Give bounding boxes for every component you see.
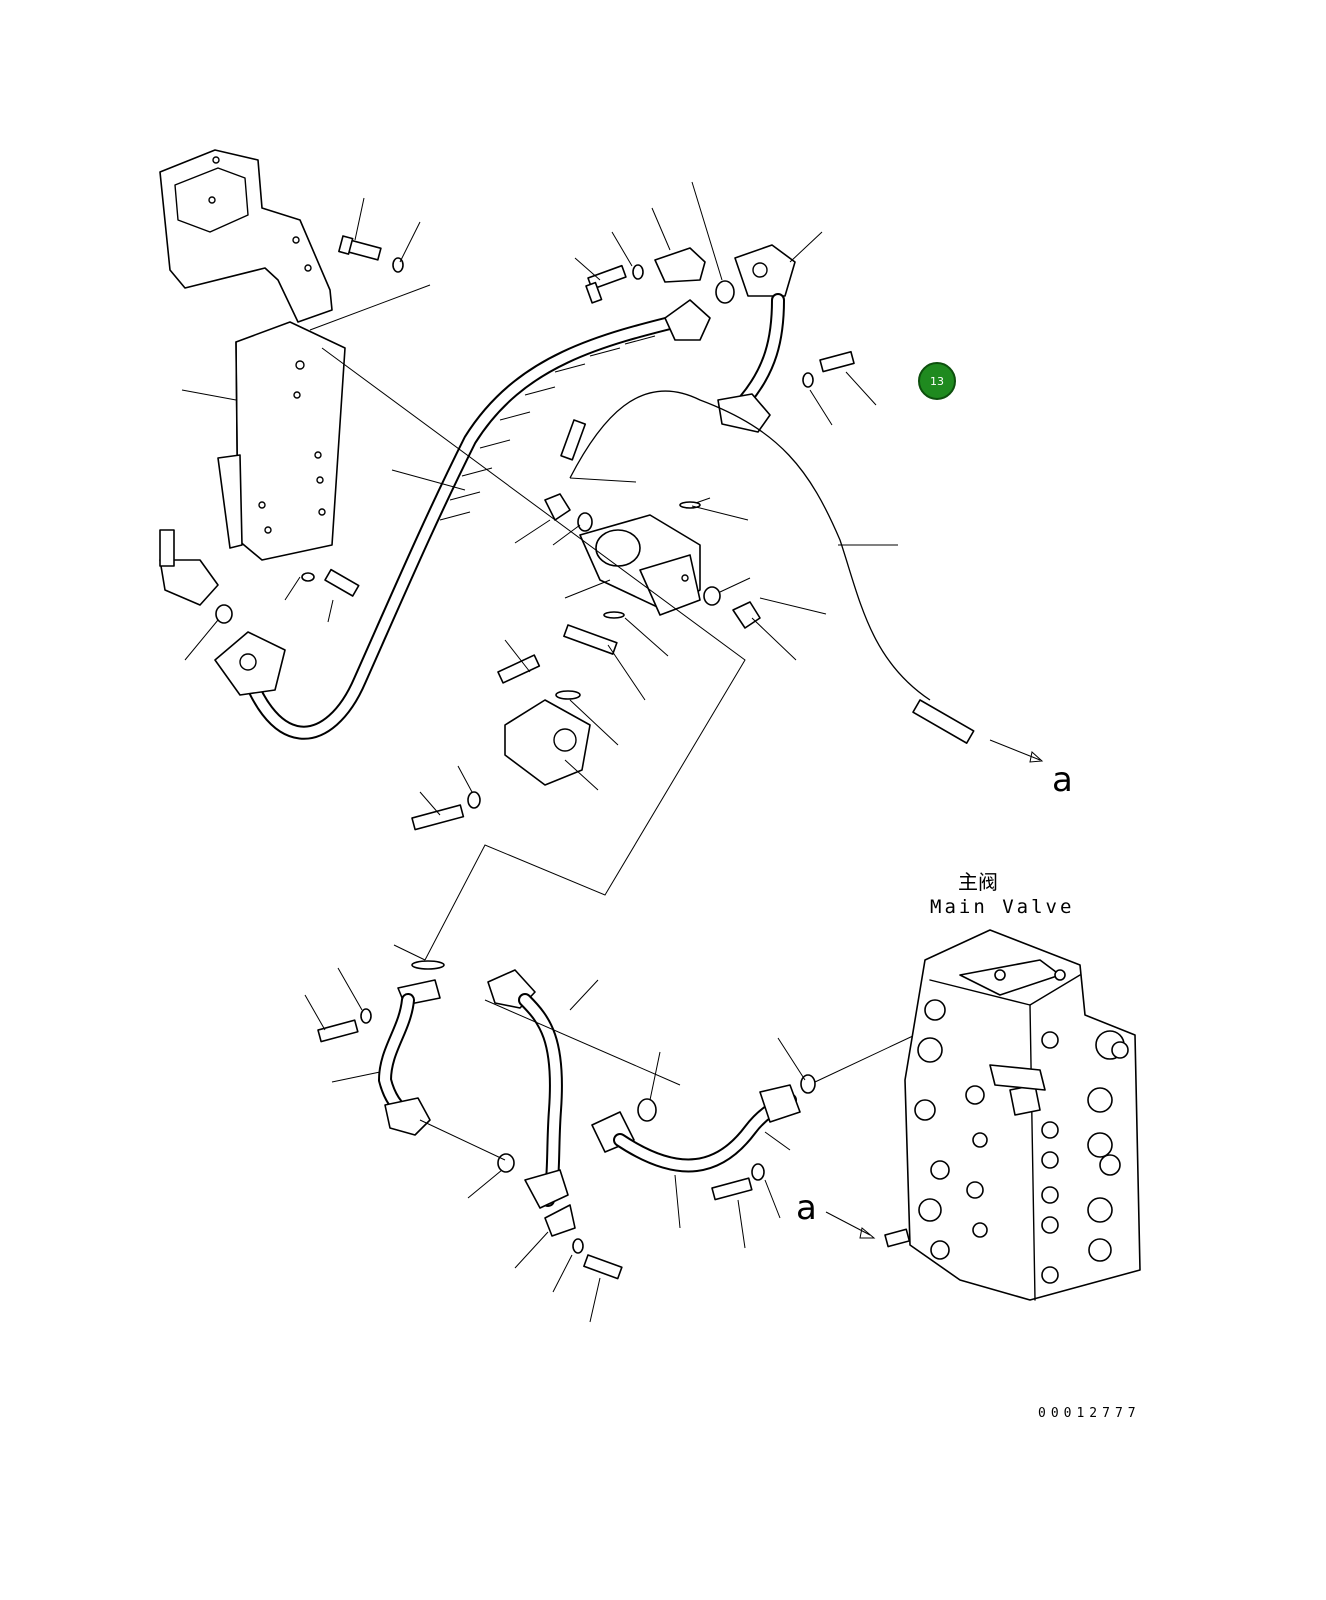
reference-marker-a-top: a [1052, 760, 1073, 800]
main-hose-upper [214, 299, 711, 740]
reference-marker-a-bottom: a [796, 1188, 817, 1228]
main-valve-label-en: Main Valve [930, 896, 1075, 918]
main-valve-label-cn: 主阀 [958, 870, 998, 894]
lower-tube-center [487, 969, 657, 1280]
reference-arrows [825, 739, 1044, 1239]
manifold-parts [411, 624, 975, 831]
flange-tube-upper [717, 244, 855, 433]
assembly-frame [309, 284, 746, 961]
document-number: 00012777 [1038, 1406, 1141, 1421]
main-valve-block [884, 929, 1141, 1301]
signal-wire [569, 390, 931, 701]
lower-tube-right [591, 1074, 816, 1201]
mounting-bracket [159, 149, 346, 561]
bracket-bolts [301, 235, 404, 597]
small-flange-left [159, 529, 233, 624]
hose-clamp-parts [585, 247, 735, 304]
lower-connector-lines [419, 999, 916, 1161]
solenoid-valve-assembly [544, 419, 761, 629]
callout-number-badge[interactable]: 13 [918, 362, 956, 400]
valve-spools [914, 969, 1129, 1284]
lower-tube-left [317, 960, 515, 1173]
leader-lines [181, 181, 898, 1323]
